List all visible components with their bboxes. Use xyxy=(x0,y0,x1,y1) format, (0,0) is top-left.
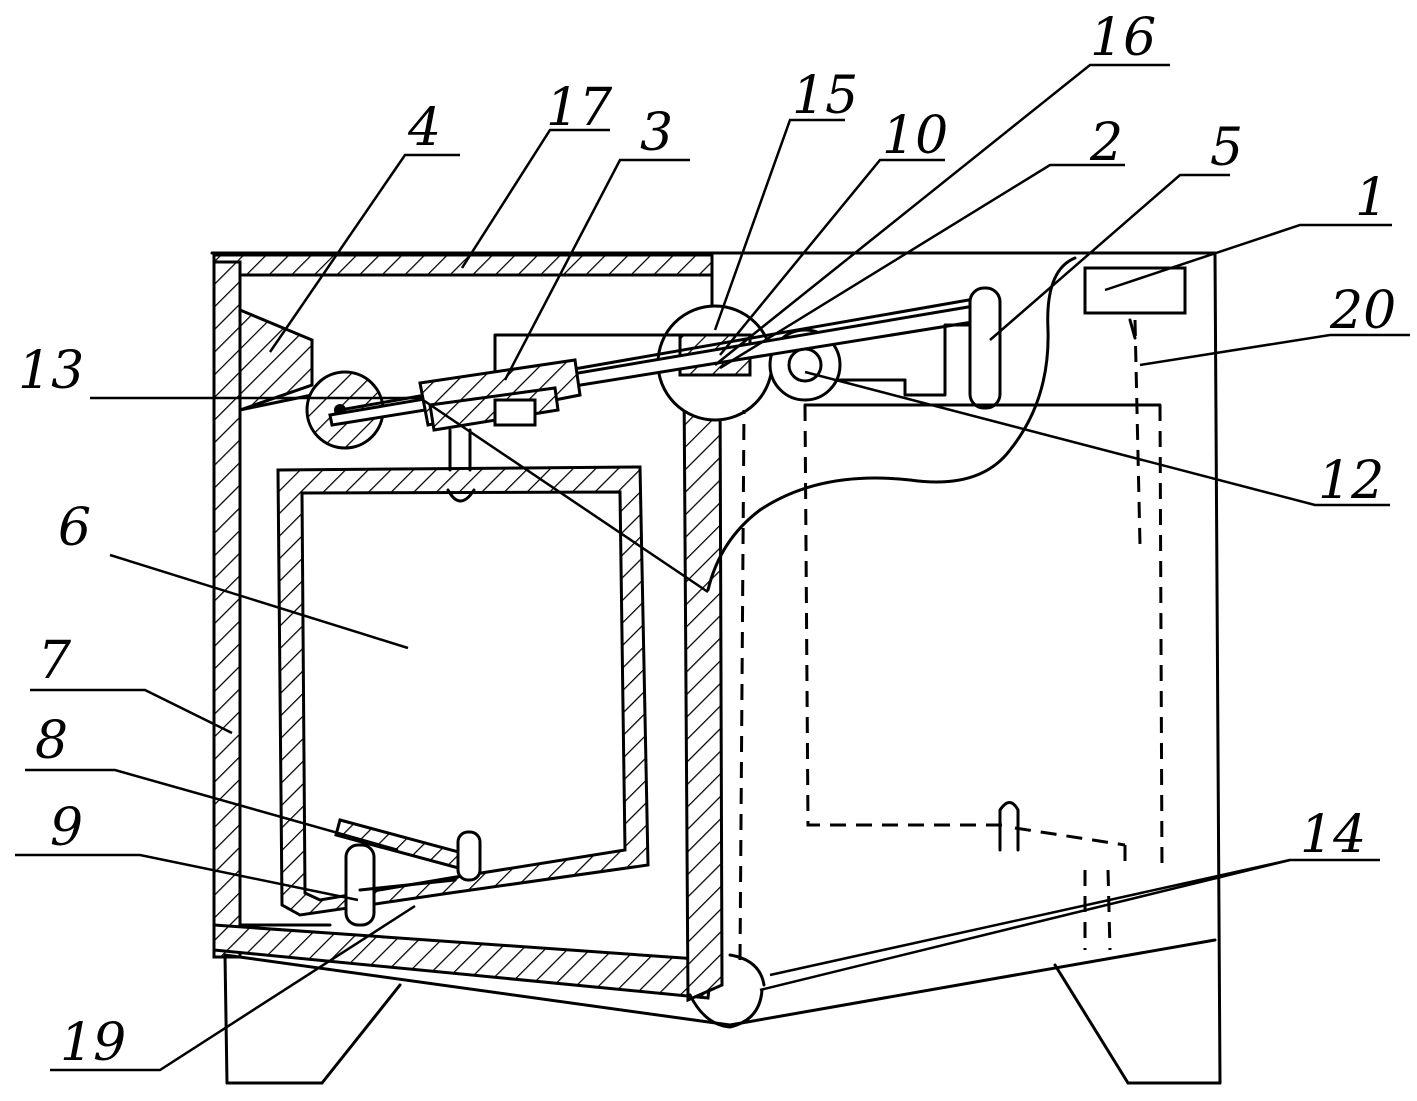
label-9: 9 xyxy=(50,798,83,858)
right-dashed-box xyxy=(738,319,1164,961)
rocker-arm xyxy=(838,286,1002,410)
label-1: 1 xyxy=(1355,168,1388,228)
label-19: 19 xyxy=(60,1013,126,1073)
part-labels: 4 17 3 15 10 16 2 5 1 20 12 13 6 7 8 9 1… xyxy=(18,8,1396,1073)
sensor-box xyxy=(1083,266,1187,315)
outer-housing xyxy=(210,251,1222,1085)
label-7: 7 xyxy=(38,631,72,691)
label-13: 13 xyxy=(18,341,84,401)
label-14: 14 xyxy=(1300,805,1366,865)
leader-lines xyxy=(15,63,1410,1072)
inner-box-cavity xyxy=(300,490,627,902)
label-2: 2 xyxy=(1089,113,1123,173)
central-partition xyxy=(682,378,724,1003)
label-15: 15 xyxy=(792,66,858,126)
left-outer-wall xyxy=(212,260,242,959)
label-8: 8 xyxy=(35,711,68,771)
label-5: 5 xyxy=(1210,118,1243,178)
label-6: 6 xyxy=(58,498,91,558)
flex-cable xyxy=(706,256,1077,592)
label-3: 3 xyxy=(640,103,673,163)
legs xyxy=(225,963,1222,1085)
counterweight-block xyxy=(418,333,682,432)
label-10: 10 xyxy=(882,106,948,166)
label-17: 17 xyxy=(546,78,613,138)
label-12: 12 xyxy=(1318,451,1384,511)
label-20: 20 xyxy=(1329,281,1396,341)
label-16: 16 xyxy=(1090,8,1156,68)
bottom-latch xyxy=(334,818,482,927)
wedge-block xyxy=(238,307,314,413)
bottom-hinge xyxy=(223,938,1217,1029)
label-4: 4 xyxy=(407,98,441,158)
bottom-wall xyxy=(212,923,714,1000)
